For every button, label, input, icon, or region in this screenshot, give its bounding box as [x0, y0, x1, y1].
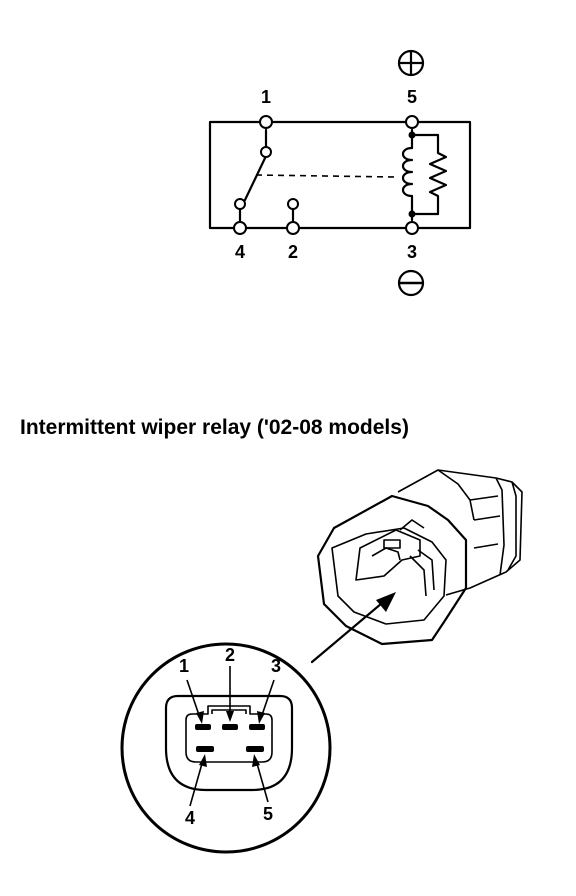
coil-winding — [401, 146, 414, 204]
mechanical-link — [255, 174, 396, 178]
terminal-5-label: 5 — [407, 87, 417, 107]
connector-housing — [164, 694, 294, 792]
negative-icon — [397, 269, 425, 297]
junction-top — [408, 131, 416, 139]
pin-3-label: 3 — [271, 656, 281, 676]
resistor — [428, 133, 448, 216]
terminal-4-label: 4 — [235, 242, 245, 262]
contact-2 — [287, 198, 299, 210]
diagram-title: Intermittent wiper relay ('02-08 models) — [20, 416, 409, 439]
junction-bottom — [408, 210, 416, 218]
pin-4 — [196, 746, 214, 752]
switch-pivot — [260, 146, 272, 158]
terminal-2-label: 2 — [288, 242, 298, 262]
pin-2 — [222, 724, 238, 730]
zoom-arrow-head — [376, 592, 396, 612]
pin-5-label: 5 — [263, 804, 273, 824]
terminal-3-label: 3 — [407, 242, 417, 262]
terminal-3 — [405, 221, 419, 235]
pin-4-leader — [189, 759, 204, 807]
connector-cavity — [185, 705, 273, 763]
terminal-5 — [405, 115, 419, 129]
pin-5-leader — [255, 759, 269, 803]
pin-4-label: 4 — [185, 808, 195, 828]
pin-1-leader — [186, 679, 201, 719]
pin-2-label: 2 — [225, 645, 235, 665]
terminal-1 — [259, 115, 273, 129]
positive-icon — [397, 49, 425, 77]
terminal-2 — [286, 221, 300, 235]
terminal-4 — [233, 221, 247, 235]
terminal-1-label: 1 — [261, 87, 271, 107]
relay-schematic: 1 5 4 2 3 — [208, 49, 472, 297]
pin-3-leader — [260, 679, 275, 719]
zoom-circle — [120, 642, 332, 854]
pin-5 — [246, 746, 264, 752]
schematic-box — [208, 120, 472, 230]
relay-body-illustration — [316, 469, 523, 646]
connector-magnifier: 1 2 3 4 5 — [120, 592, 396, 854]
switch-arm — [243, 154, 268, 202]
pin-1 — [195, 724, 211, 730]
contact-4 — [234, 198, 246, 210]
pin-1-label: 1 — [179, 656, 189, 676]
zoom-arrow-line — [310, 596, 390, 664]
pin-3 — [249, 724, 265, 730]
